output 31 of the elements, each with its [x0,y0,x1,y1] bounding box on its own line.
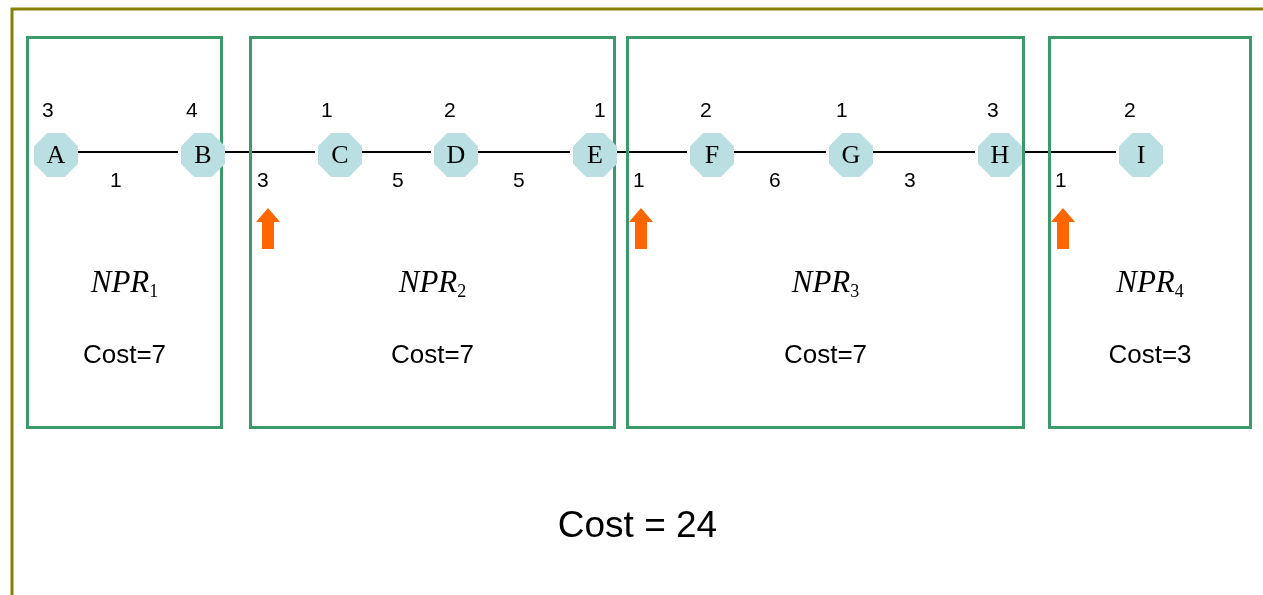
node-weight: 1 [836,98,848,122]
node-letter: A [46,142,66,168]
total-cost-text: Cost = 24 [557,503,718,547]
cost-text: Cost=7 [783,339,868,369]
node-weight: 2 [700,98,712,122]
region-box [249,36,616,429]
node-letter: B [194,142,212,168]
region-name: NPR$_{3}$ [791,264,860,300]
node-letter: E [587,142,603,168]
node-weight: 4 [186,98,198,122]
region-box [26,36,223,429]
region-box [626,36,1025,429]
node-letter: I [1136,142,1146,168]
node-letter: C [331,142,349,168]
cost-text: Cost=7 [390,339,475,369]
node-weight: 3 [987,98,999,122]
node-weight: 2 [444,98,456,122]
node-letter: H [990,142,1010,168]
node-weight: 1 [321,98,333,122]
node-weight: 2 [1124,98,1136,122]
node-letter: G [841,142,861,168]
node-weight: 1 [594,98,606,122]
region-name: NPR$_{4}$ [1116,264,1184,300]
node-letter: D [446,142,466,168]
node-weight: 3 [42,98,54,122]
region-box [1048,36,1252,429]
cost-text: Cost=7 [82,339,167,369]
region-name: NPR$_{2}$ [398,264,467,300]
region-name: NPR$_{1}$ [90,264,159,300]
node-letter: F [704,142,720,168]
cost-text: Cost=3 [1108,339,1192,369]
